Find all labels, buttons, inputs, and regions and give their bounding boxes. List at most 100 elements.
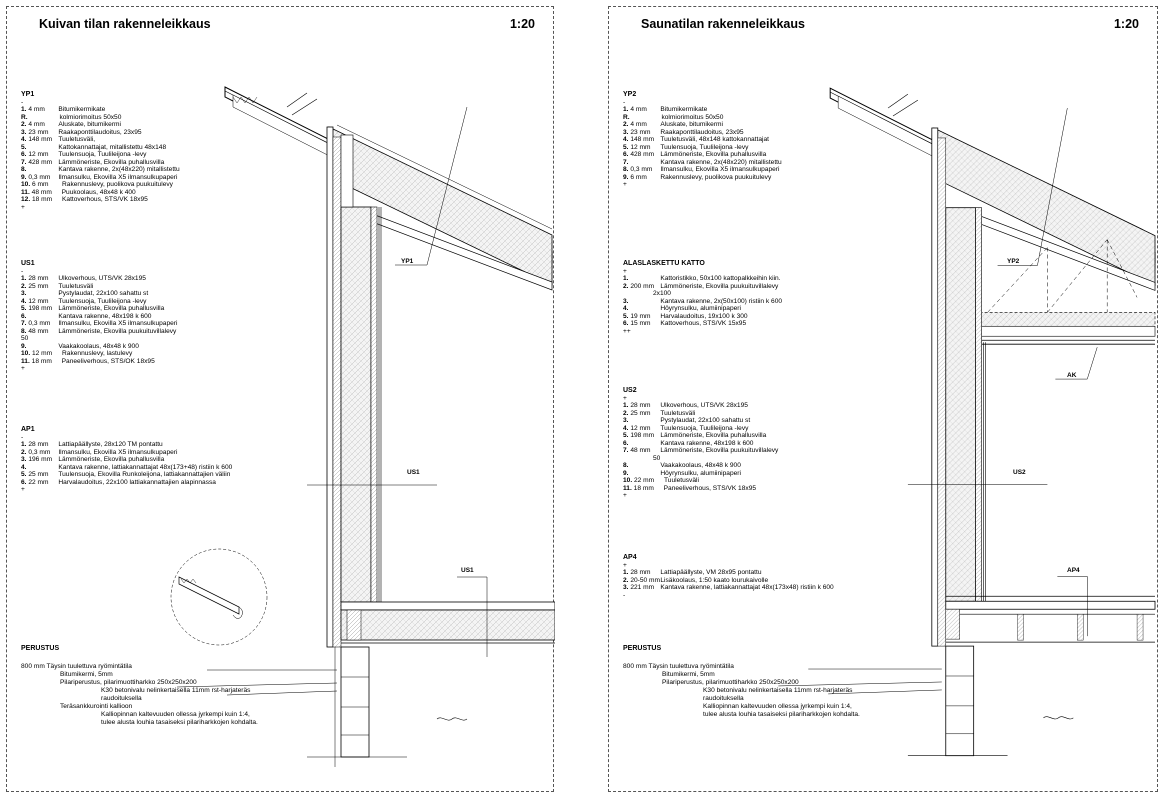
layer-thickness: 25 mm xyxy=(630,409,651,417)
layer-description: Aluskate, bitumikermi xyxy=(660,121,724,128)
layer-number: 3. xyxy=(623,297,629,305)
perustus-line: Teräsankkurointi kallioon xyxy=(60,703,133,710)
layer-row: 2x100 xyxy=(623,290,923,298)
scale-label: 1:20 xyxy=(509,17,535,31)
plus-marker: + xyxy=(623,394,627,402)
layer-description: Harvalaudoitus, 22x100 lattiakannattajie… xyxy=(58,478,216,486)
layer-thickness: 25 mm xyxy=(28,282,49,290)
perustus-spec: PERUSTUS xyxy=(623,645,923,653)
layer-thickness: 12 mm xyxy=(630,143,651,151)
layer-thickness: 12 mm xyxy=(28,151,49,158)
foundation-structure xyxy=(907,645,1074,757)
layer-number: 4. xyxy=(623,136,629,143)
layer-description: Tuulensuoja, Ekovilla Runkoleijona, latt… xyxy=(58,471,231,478)
layer-number: 4. xyxy=(21,297,27,305)
layer-number: 2. xyxy=(623,121,629,128)
layer-number: 1. xyxy=(21,275,27,282)
detail-circle xyxy=(170,548,268,646)
callout-ak: AK xyxy=(1067,372,1077,379)
layer-number: 3. xyxy=(21,456,27,463)
perustus-line: Kalliopinnan kaltevuuden ollessa jyrkemp… xyxy=(101,711,250,718)
layer-thickness: 28 mm xyxy=(28,441,49,448)
layer-description: Höyrynsulku, alumiinipaperi xyxy=(660,469,741,477)
layer-thickness: 23 mm xyxy=(630,128,651,136)
layer-row: 8. Vaakakoolaus, 48x48 k 900 xyxy=(623,462,923,470)
layer-number: 9. xyxy=(21,173,27,181)
layer-thickness: 4 mm xyxy=(630,106,647,113)
us2-title: US2 xyxy=(623,387,637,394)
layer-row: 2. 20-50 mmLisäkoolaus, 1:50 kaato louru… xyxy=(623,577,923,585)
layer-description: Lämmöneriste, Ekovilla puukuituvillalevy xyxy=(660,447,779,454)
layer-thickness: 4 mm xyxy=(28,121,45,128)
dropped-ceiling xyxy=(979,312,1156,345)
layer-description: Lämmöneriste, Ekovilla puhallusvilla xyxy=(58,456,165,463)
layer-thickness: 12 mm xyxy=(630,424,651,432)
layer-description: Tuulensuoja, Tuulileijona -levy xyxy=(660,424,749,432)
layer-number: R. xyxy=(623,113,630,121)
layer-description: Lämmöneriste, Ekovilla puhallusvilla xyxy=(660,432,767,439)
layer-description: Kantava rakenne, 2x(48x220) mitallistett… xyxy=(58,166,180,173)
layer-row: 3. Pystylaudat, 22x100 sahattu st xyxy=(21,290,321,298)
layer-number: 5. xyxy=(21,143,27,151)
layer-description: Vaakakoolaus, 48x48 k 900 xyxy=(660,462,741,469)
layer-thickness: 428 mm xyxy=(630,151,655,158)
perustus-line: Bitumikermi, 5mm xyxy=(60,671,113,678)
layer-number: 1. xyxy=(623,275,629,282)
layer-description: Rakennuslevy, puolikova puukuitulevy xyxy=(660,173,772,181)
layer-thickness: 0,3 mm xyxy=(28,448,51,456)
perustus-line: K30 betonivalu nelinkertaisella 11mm rst… xyxy=(101,687,251,694)
layer-thickness: 23 mm xyxy=(28,128,49,136)
layer-number: 7. xyxy=(21,158,27,166)
layer-number: 2. xyxy=(21,121,27,128)
layer-description: Tuulensuoja, Tuulileijona -levy xyxy=(58,297,147,305)
layer-thickness: 18 mm xyxy=(32,196,53,203)
perustus-line: raudoituksella xyxy=(101,695,142,702)
layer-description: Kattoverhous, STS/VK 18x95 xyxy=(62,196,148,203)
layer-number: 6. xyxy=(623,439,629,447)
layer-number: 2. xyxy=(21,448,27,456)
layer-description: Lämmöneriste, Ekovilla puhallusvilla xyxy=(58,158,165,166)
layer-number: 5. xyxy=(623,432,629,439)
callout-us2: US2 xyxy=(1013,469,1026,476)
layer-description: Lattiapäällyste, VM 28x95 pontattu xyxy=(660,569,762,576)
layer-description: Tuuletusväli, xyxy=(58,136,96,143)
layer-number: 4. xyxy=(623,305,629,312)
layer-description: Höyrynsulku, alumiinipaperi xyxy=(660,305,741,312)
leader-lines xyxy=(176,106,488,696)
perustus-line: Bitumikermi, 5mm xyxy=(662,671,715,678)
layer-description: Kantava rakenne, 48x198 k 600 xyxy=(660,439,754,447)
layer-number: 5. xyxy=(21,471,27,478)
layer-description: Tuuletusväli xyxy=(660,409,696,417)
layer-row: 6. Kantava rakenne, 48x198 k 600 xyxy=(21,313,321,321)
layer-description: Tuuletusväli xyxy=(58,282,94,290)
layer-description: Ilmansulku, Ekovilla X5 ilmansulkupaperi xyxy=(660,166,780,173)
layer-thickness: 0,3 mm xyxy=(630,166,653,173)
layer-description: Vaakakoolaus, 48x48 k 900 xyxy=(58,342,139,350)
layer-thickness: 12 mm xyxy=(28,297,49,305)
sheet-dry-room: Kuivan tilan rakenneleikkaus 1:20 YP1 - … xyxy=(6,6,555,792)
layer-thickness: 148 mm xyxy=(28,136,53,143)
layer-row: 3. 196 mm Lämmöneriste, Ekovilla puhallus… xyxy=(21,456,321,464)
layer-row: 3. Pystylaudat, 22x100 sahattu st xyxy=(623,417,923,425)
layer-description: Ilmansulku, Ekovilla X5 ilmansulkupaperi xyxy=(58,448,178,456)
layer-thickness: 196 mm xyxy=(28,456,53,463)
plus-marker: + xyxy=(21,203,25,211)
layer-number: 2. xyxy=(623,282,629,290)
layer-thickness: 6 mm xyxy=(32,181,49,188)
dash-marker: - xyxy=(21,433,24,441)
